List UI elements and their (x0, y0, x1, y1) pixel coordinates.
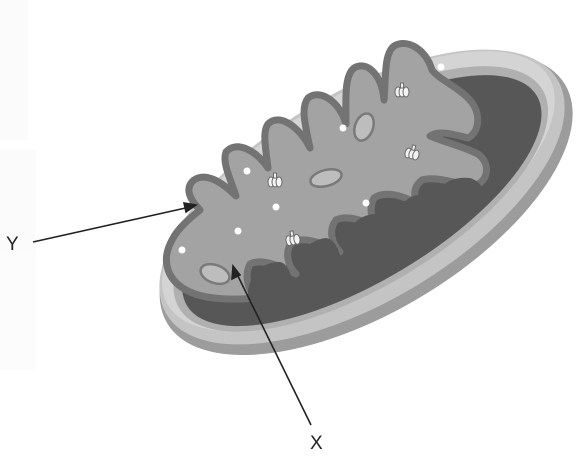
label-y: Y (6, 234, 19, 255)
granule-icon (340, 125, 347, 132)
granule-icon (235, 228, 242, 235)
granule-icon (179, 247, 186, 254)
granule-icon (244, 168, 251, 175)
granule-icon (273, 204, 280, 211)
granule-icon (438, 64, 445, 71)
y-pointer-line (33, 207, 190, 242)
granule-icon (363, 200, 370, 207)
label-x: X (310, 433, 323, 454)
background-artifacts (0, 0, 36, 370)
